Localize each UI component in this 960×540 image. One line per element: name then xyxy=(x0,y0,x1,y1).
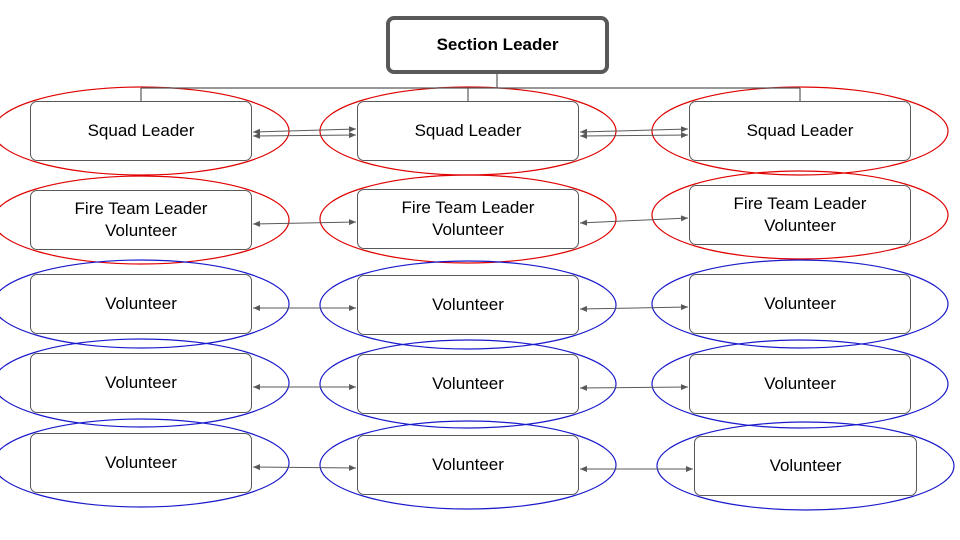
volunteer-label: Volunteer xyxy=(432,295,504,314)
volunteer-box: Volunteer xyxy=(689,274,911,334)
double-arrow xyxy=(579,384,689,391)
volunteer-ring xyxy=(0,338,290,428)
double-arrow xyxy=(579,215,689,226)
arrow-links xyxy=(252,126,693,472)
double-arrow xyxy=(252,132,357,139)
volunteer-box: Volunteer xyxy=(694,436,917,496)
volunteer-label: Volunteer xyxy=(105,294,177,313)
volunteer-box: Volunteer xyxy=(30,433,252,493)
fire-team-label: Volunteer xyxy=(764,216,836,235)
volunteer-label: Volunteer xyxy=(764,294,836,313)
section-leader-label: Section Leader xyxy=(436,35,559,54)
volunteer-label: Volunteer xyxy=(764,374,836,393)
volunteer-label: Volunteer xyxy=(769,456,842,475)
volunteer-box: Volunteer xyxy=(357,275,579,335)
volunteer-label: Volunteer xyxy=(105,453,177,472)
volunteer-label: Volunteer xyxy=(105,373,177,392)
double-arrow xyxy=(252,219,357,227)
fire-team-label: Fire Team Leader xyxy=(733,194,867,213)
volunteer-ring xyxy=(651,259,949,349)
volunteer-label: Volunteer xyxy=(432,455,504,474)
squad-leader-box: Squad Leader xyxy=(30,101,252,161)
volunteer-label: Volunteer xyxy=(432,374,504,393)
squad-leader-label: Squad Leader xyxy=(414,121,522,140)
double-arrow xyxy=(579,126,689,135)
squad-leader-box: Squad Leader xyxy=(357,101,579,161)
fire-team-label: Fire Team Leader xyxy=(74,199,208,218)
double-arrow xyxy=(579,304,689,312)
volunteer-box: Volunteer xyxy=(30,274,252,334)
squad-leader-label: Squad Leader xyxy=(87,121,195,140)
volunteer-ring xyxy=(651,339,949,429)
connector-lines xyxy=(140,74,801,101)
double-arrow xyxy=(579,132,689,139)
volunteer-box: Volunteer xyxy=(357,435,579,495)
fire-team-label: Volunteer xyxy=(105,221,177,240)
leader-ring xyxy=(651,170,949,260)
volunteer-box: Volunteer xyxy=(30,353,252,413)
section-leader-box: Section Leader xyxy=(386,16,609,74)
double-arrow xyxy=(252,126,357,135)
volunteer-ring xyxy=(0,418,290,508)
volunteer-ring xyxy=(0,259,290,349)
volunteer-box: Volunteer xyxy=(689,354,911,414)
volunteer-box: Volunteer xyxy=(357,354,579,414)
squad-leader-box: Squad Leader xyxy=(689,101,911,161)
fire-team-label: Volunteer xyxy=(432,220,504,239)
squad-leader-label: Squad Leader xyxy=(746,121,854,140)
fire-team-label: Fire Team Leader xyxy=(401,198,535,217)
double-arrow xyxy=(252,464,357,471)
